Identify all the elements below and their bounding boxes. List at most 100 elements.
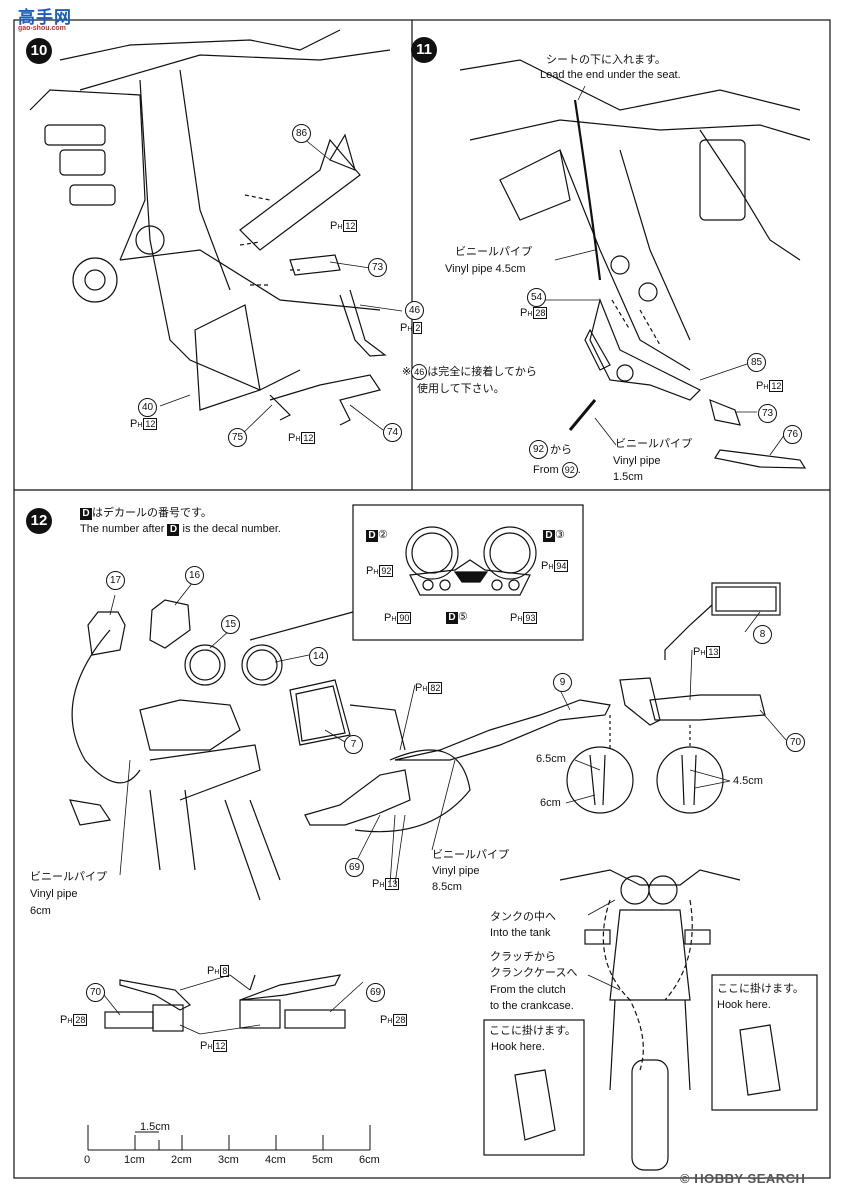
vinyl-left-jp: ビニールパイプ <box>30 871 107 883</box>
part-76: 76 <box>783 425 802 444</box>
clutch-en-1: From the clutch <box>490 984 566 996</box>
ph: P <box>510 612 518 624</box>
part-92: 92 <box>529 440 548 459</box>
part-75: 75 <box>228 428 247 447</box>
ph: P <box>130 418 138 430</box>
right-grip <box>649 694 766 721</box>
scale-tick-4: 4cm <box>265 1154 286 1166</box>
scale-tick-3: 3cm <box>218 1154 239 1166</box>
ph-num: 12 <box>343 220 358 232</box>
part-92-ref: 92 <box>561 462 578 478</box>
leader-lines <box>99 85 787 1035</box>
ph-sub: H <box>137 422 143 429</box>
part-70-b: 70 <box>86 983 105 1002</box>
ph: P <box>693 646 701 658</box>
seat-note-jp: シートの下に入れます。 <box>546 54 666 66</box>
hobby-search-logo: © HOBBY SEARCH <box>680 1171 805 1186</box>
ph: P <box>372 878 380 890</box>
ph-sub: H <box>422 686 428 693</box>
ph-sub: H <box>214 969 220 976</box>
watermark-logo-title: 高手网 <box>18 8 72 27</box>
dim-4-5cm: 4.5cm <box>733 775 763 787</box>
ph-num: 92 <box>379 565 394 577</box>
ph: P <box>384 612 392 624</box>
from-92-en: From 92. <box>533 462 581 478</box>
ph-num: 12 <box>769 380 784 392</box>
part-74: 74 <box>383 423 402 442</box>
part-17: 17 <box>106 571 125 590</box>
decal-d-box: D <box>366 530 378 542</box>
scale-tick-1: 1cm <box>124 1154 145 1166</box>
decal-note-en-a: The number after <box>80 523 165 535</box>
ph-sub: H <box>337 224 343 231</box>
part-70-a: 69 <box>345 858 364 877</box>
brand-name: HOBBY SEARCH <box>694 1171 806 1186</box>
ph-num: 12 <box>213 1040 228 1052</box>
vinyl-mid-jp: ビニールパイプ <box>432 849 509 861</box>
ph: P <box>366 565 374 577</box>
detail-circle-right <box>656 746 724 814</box>
ph-num: 28 <box>393 1014 408 1026</box>
from-92-en-text: From <box>533 464 559 476</box>
part-69-a: 70 <box>786 733 805 752</box>
part-9: 9 <box>553 673 572 692</box>
ph-num: 2 <box>413 322 423 334</box>
ph: P <box>520 307 528 319</box>
scale-label-1-5cm: 1.5cm <box>140 1121 170 1133</box>
part-16: 16 <box>185 566 204 585</box>
ph: P <box>756 380 764 392</box>
ph-sub: H <box>207 1044 213 1051</box>
step-number-11: 11 <box>411 37 437 63</box>
brake-pedal <box>714 449 807 469</box>
hook-inset-right <box>711 974 818 1111</box>
vinyl-pipe-15 <box>568 399 597 431</box>
clutch-jp-2: クランクケースへ <box>490 967 578 979</box>
hook-right-en: Hook here. <box>717 999 771 1011</box>
part-14: 14 <box>309 647 328 666</box>
part-7: 7 <box>344 735 363 754</box>
step10-frame-drawing <box>29 29 391 426</box>
decal-d-box: D <box>80 508 92 520</box>
scale-tick-2: 2cm <box>171 1154 192 1166</box>
ph-num: 8 <box>220 965 230 977</box>
ph: P <box>288 432 296 444</box>
from-92-jp: から <box>550 444 572 456</box>
decal-2: ② <box>378 529 388 541</box>
ph-sub: H <box>700 650 706 657</box>
scale-tick-6: 6cm <box>359 1154 380 1166</box>
ph-sub: H <box>407 326 413 333</box>
scale-bar <box>87 1125 371 1151</box>
ph-num: 93 <box>523 612 538 624</box>
step11-frame-drawing <box>459 59 811 469</box>
footpeg-r <box>709 399 741 426</box>
ph-sub: H <box>295 436 301 443</box>
side-cover <box>194 304 261 411</box>
tank-jp: タンクの中へ <box>490 911 556 923</box>
ph: P <box>200 1040 208 1052</box>
ph-sub: H <box>67 1018 73 1025</box>
ph-num: 13 <box>706 646 721 658</box>
ph-num: 82 <box>428 682 443 694</box>
part-54: 54 <box>527 288 546 307</box>
watermark-logo-sub: gao-shou.com <box>18 25 66 32</box>
clutch-en-2: to the crankcase. <box>490 1000 574 1012</box>
ph: P <box>541 560 549 572</box>
step-number-10: 10 <box>26 38 52 64</box>
hook-inset-left <box>483 1019 585 1156</box>
step12-front-view-drawing <box>483 869 818 1171</box>
ph: P <box>60 1014 68 1026</box>
decal-d-box: D <box>446 612 458 624</box>
ph-num: 94 <box>554 560 569 572</box>
